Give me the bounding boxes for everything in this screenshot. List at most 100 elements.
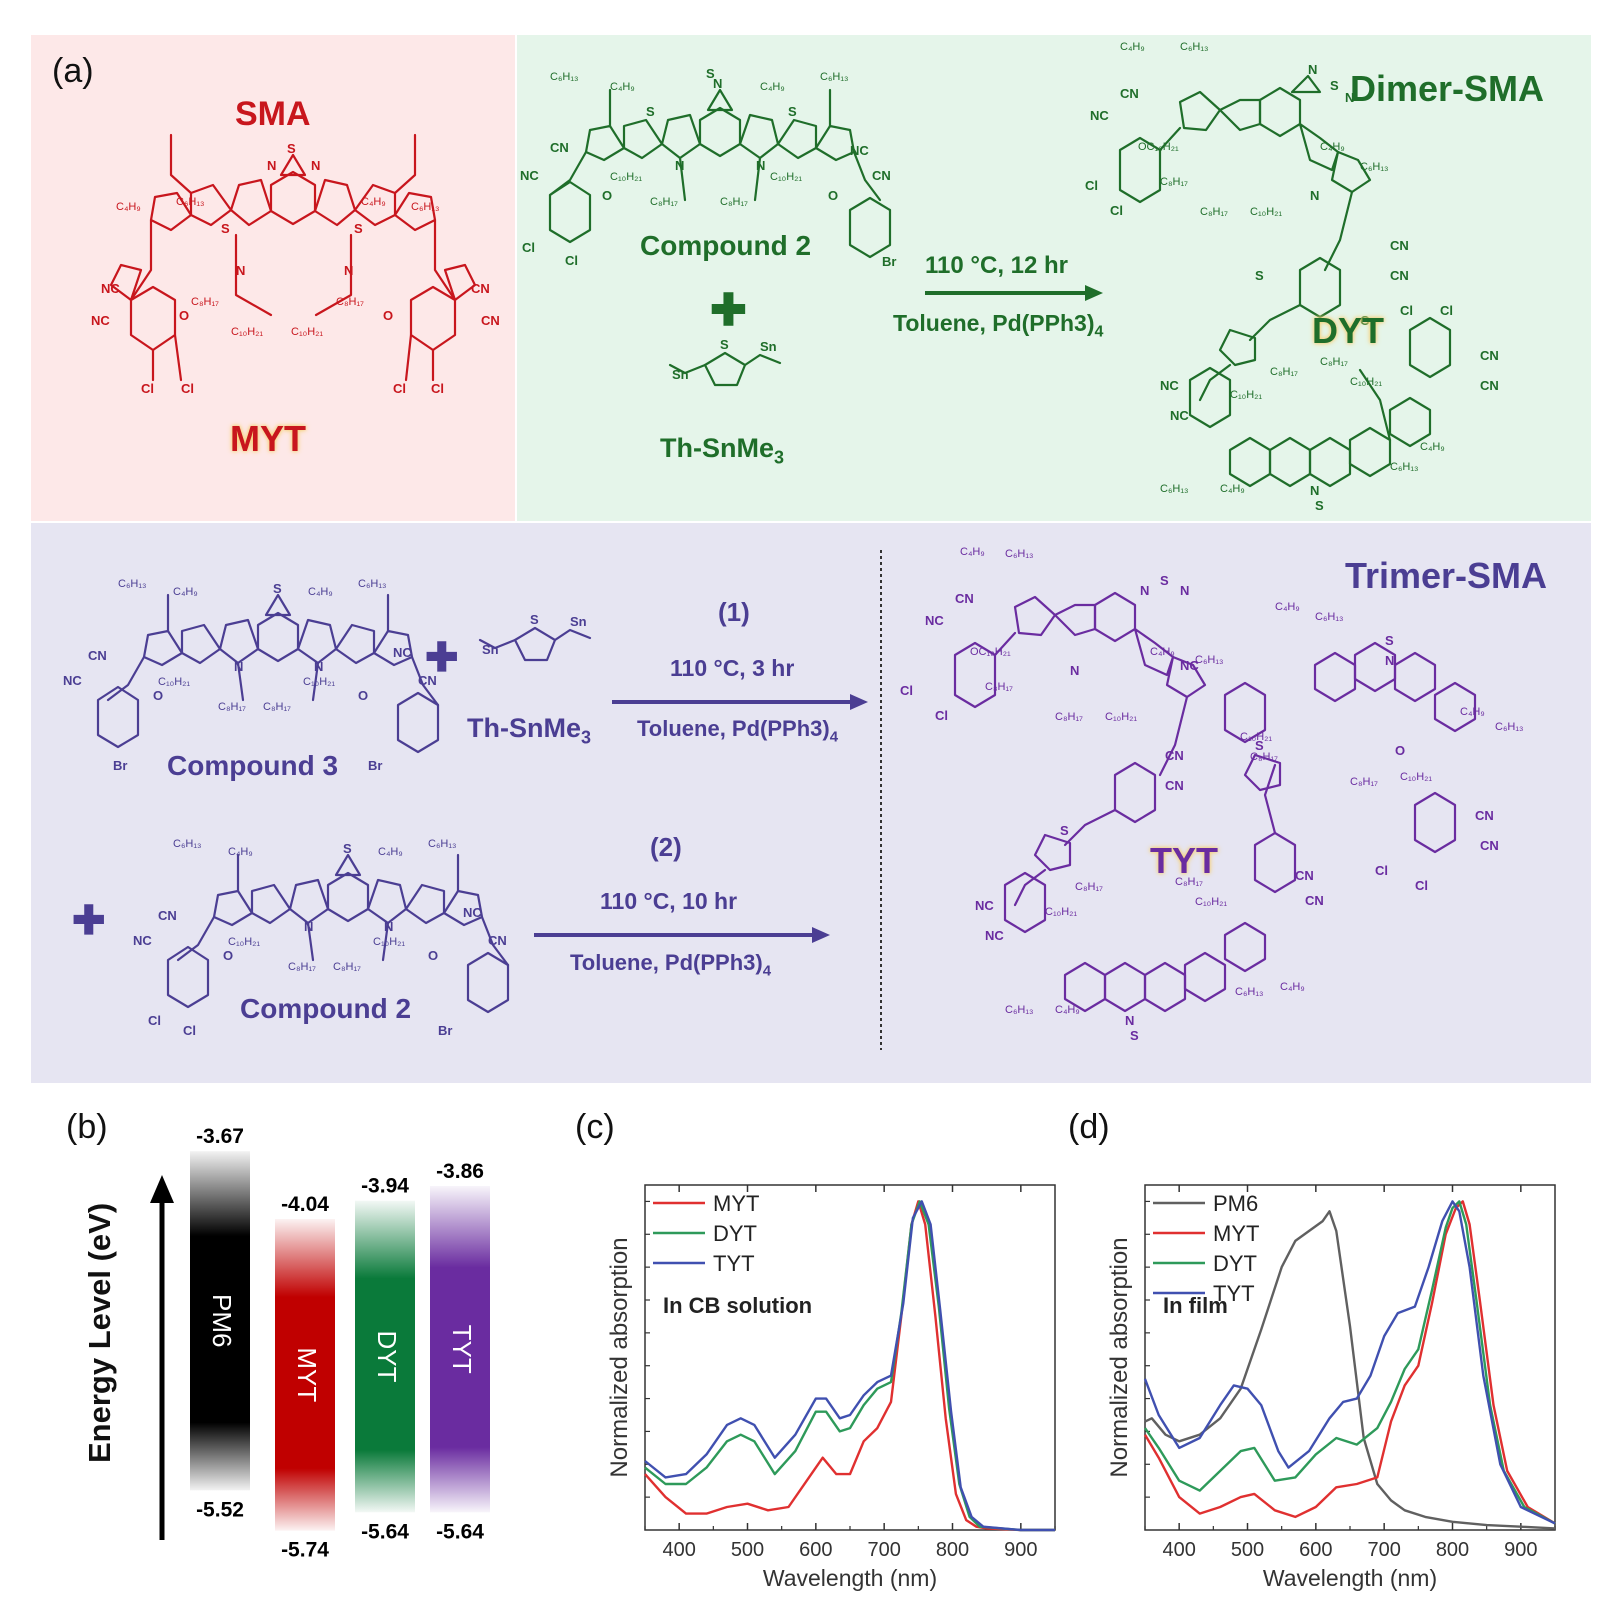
svg-text:O: O <box>828 188 838 203</box>
dimer-reagent-sub: 3 <box>774 447 785 468</box>
svg-text:C₁₀H₂₁: C₁₀H₂₁ <box>1230 389 1262 401</box>
svg-text:C₆H₁₃: C₆H₁₃ <box>411 201 440 213</box>
svg-text:C₈H₁₇: C₈H₁₇ <box>1055 711 1083 723</box>
legend-label-dyt: DYT <box>1213 1251 1257 1276</box>
svg-text:C₈H₁₇: C₈H₁₇ <box>288 961 316 973</box>
svg-text:C₆H₁₃: C₆H₁₃ <box>1390 461 1419 473</box>
svg-text:C₄H₉: C₄H₉ <box>361 196 386 208</box>
svg-text:Cl: Cl <box>148 1013 161 1028</box>
legend-label-tyt: TYT <box>713 1251 755 1276</box>
svg-text:Cl: Cl <box>1400 303 1413 318</box>
dimer-compound-2-label: Compound 2 <box>640 230 812 261</box>
dyt-label: DYT <box>1312 310 1384 351</box>
svg-text:C₆H₁₃: C₆H₁₃ <box>358 578 387 590</box>
svg-text:C₈H₁₇: C₈H₁₇ <box>1075 881 1103 893</box>
svg-text:N: N <box>1180 583 1189 598</box>
svg-text:Cl: Cl <box>522 240 535 255</box>
svg-text:C₄H₉: C₄H₉ <box>1055 1004 1080 1016</box>
svg-text:S: S <box>1160 573 1169 588</box>
svg-text:S: S <box>287 141 296 156</box>
svg-text:C₈H₁₇: C₈H₁₇ <box>1250 751 1278 763</box>
svg-text:C₆H₁₃: C₆H₁₃ <box>1315 611 1344 623</box>
svg-text:C₆H₁₃: C₆H₁₃ <box>1005 1004 1034 1016</box>
svg-text:NC: NC <box>985 928 1004 943</box>
svg-text:C₁₀H₂₁: C₁₀H₂₁ <box>1105 711 1137 723</box>
svg-text:S: S <box>646 104 655 119</box>
x-axis-label: Wavelength (nm) <box>763 1565 937 1591</box>
svg-text:C₈H₁₇: C₈H₁₇ <box>1175 876 1203 888</box>
svg-text:Sn: Sn <box>760 339 777 354</box>
panel-b-label: (b) <box>66 1108 108 1146</box>
homo-value-pm6: -5.52 <box>196 1498 244 1521</box>
svg-text:S: S <box>1315 498 1324 513</box>
svg-text:NC: NC <box>925 613 944 628</box>
svg-text:Sn: Sn <box>672 367 689 382</box>
lumo-value-tyt: -3.86 <box>436 1160 484 1183</box>
legend-label-dyt: DYT <box>713 1221 757 1246</box>
svg-text:NC: NC <box>520 168 539 183</box>
svg-text:C₄H₉: C₄H₉ <box>1220 483 1245 495</box>
svg-text:Br: Br <box>882 254 896 269</box>
svg-text:C₈H₁₇: C₈H₁₇ <box>333 961 361 973</box>
svg-text:Cl: Cl <box>393 381 406 396</box>
svg-text:Cl: Cl <box>141 381 154 396</box>
svg-text:C₁₀H₂₁: C₁₀H₂₁ <box>291 326 323 338</box>
svg-text:C₄H₉: C₄H₉ <box>378 846 403 858</box>
svg-text:N: N <box>1308 62 1317 77</box>
svg-text:C₁₀H₂₁: C₁₀H₂₁ <box>158 676 190 688</box>
svg-text:N: N <box>234 659 243 674</box>
svg-text:C₈H₁₇: C₈H₁₇ <box>336 296 364 308</box>
svg-text:N: N <box>267 158 276 173</box>
svg-text:S: S <box>343 841 352 856</box>
energy-bar-label-tyt: TYT <box>447 1325 477 1374</box>
svg-text:N: N <box>1310 188 1319 203</box>
svg-text:NC: NC <box>975 898 994 913</box>
y-axis-label: Normalized absorption <box>606 1237 633 1477</box>
svg-text:OC₁₀H₂₁: OC₁₀H₂₁ <box>970 646 1011 658</box>
svg-text:Sn: Sn <box>482 642 499 657</box>
svg-text:C₄H₉: C₄H₉ <box>1150 646 1175 658</box>
svg-text:S: S <box>1255 268 1264 283</box>
svg-text:O: O <box>428 948 438 963</box>
svg-text:S: S <box>788 104 797 119</box>
svg-text:S: S <box>221 221 230 236</box>
step-2-condition-1: 110 °C, 10 hr <box>600 888 738 914</box>
trimer-plus-icon-1: ✚ <box>425 636 459 680</box>
svg-text:Cl: Cl <box>1110 203 1123 218</box>
svg-text:C₄H₉: C₄H₉ <box>173 586 198 598</box>
svg-text:CN: CN <box>550 140 569 155</box>
trimer-panel <box>31 523 1591 1083</box>
svg-text:N: N <box>1310 483 1319 498</box>
svg-text:CN: CN <box>872 168 891 183</box>
svg-text:CN: CN <box>1295 868 1314 883</box>
svg-text:CN: CN <box>418 673 437 688</box>
dimer-reaction-arrow <box>925 285 1103 301</box>
svg-text:Cl: Cl <box>900 683 913 698</box>
svg-text:C₄H₉: C₄H₉ <box>308 586 333 598</box>
svg-text:N: N <box>311 158 320 173</box>
svg-text:C₆H₁₃: C₆H₁₃ <box>1160 483 1189 495</box>
trimer-reagent-sub: 3 <box>581 727 592 748</box>
energy-bar-tyt <box>430 1186 490 1513</box>
y-axis-label: Normalized absorption <box>1106 1237 1133 1477</box>
svg-text:C₄H₉: C₄H₉ <box>1320 141 1345 153</box>
step-2-condition-2-sub: 4 <box>762 962 772 980</box>
svg-text:C₄H₉: C₄H₉ <box>116 201 141 213</box>
energy-level-diagram: PM6-3.67-5.52MYT-4.04-5.74DYT-3.94-5.64T… <box>190 1125 490 1562</box>
svg-text:C₄H₉: C₄H₉ <box>1120 41 1145 53</box>
svg-text:C₈H₁₇: C₈H₁₇ <box>650 196 678 208</box>
compound-3-label: Compound 3 <box>167 750 339 781</box>
svg-text:S: S <box>273 581 282 596</box>
svg-text:NC: NC <box>1090 108 1109 123</box>
svg-text:S: S <box>530 612 539 627</box>
trimer-divider <box>880 550 882 1050</box>
svg-text:S: S <box>1130 1028 1139 1043</box>
energy-bar-label-myt: MYT <box>292 1347 322 1402</box>
svg-text:NC: NC <box>91 313 110 328</box>
svg-text:Cl: Cl <box>1415 878 1428 893</box>
x-tick-label: 500 <box>731 1539 764 1561</box>
svg-text:C₈H₁₇: C₈H₁₇ <box>1200 206 1228 218</box>
compound-2-structure: N S S S N N NC CN NC CN O O Cl Cl Br C₆H… <box>520 66 896 269</box>
trimer-compound-2-label: Compound 2 <box>240 993 412 1024</box>
step-1-label: (1) <box>718 597 750 627</box>
